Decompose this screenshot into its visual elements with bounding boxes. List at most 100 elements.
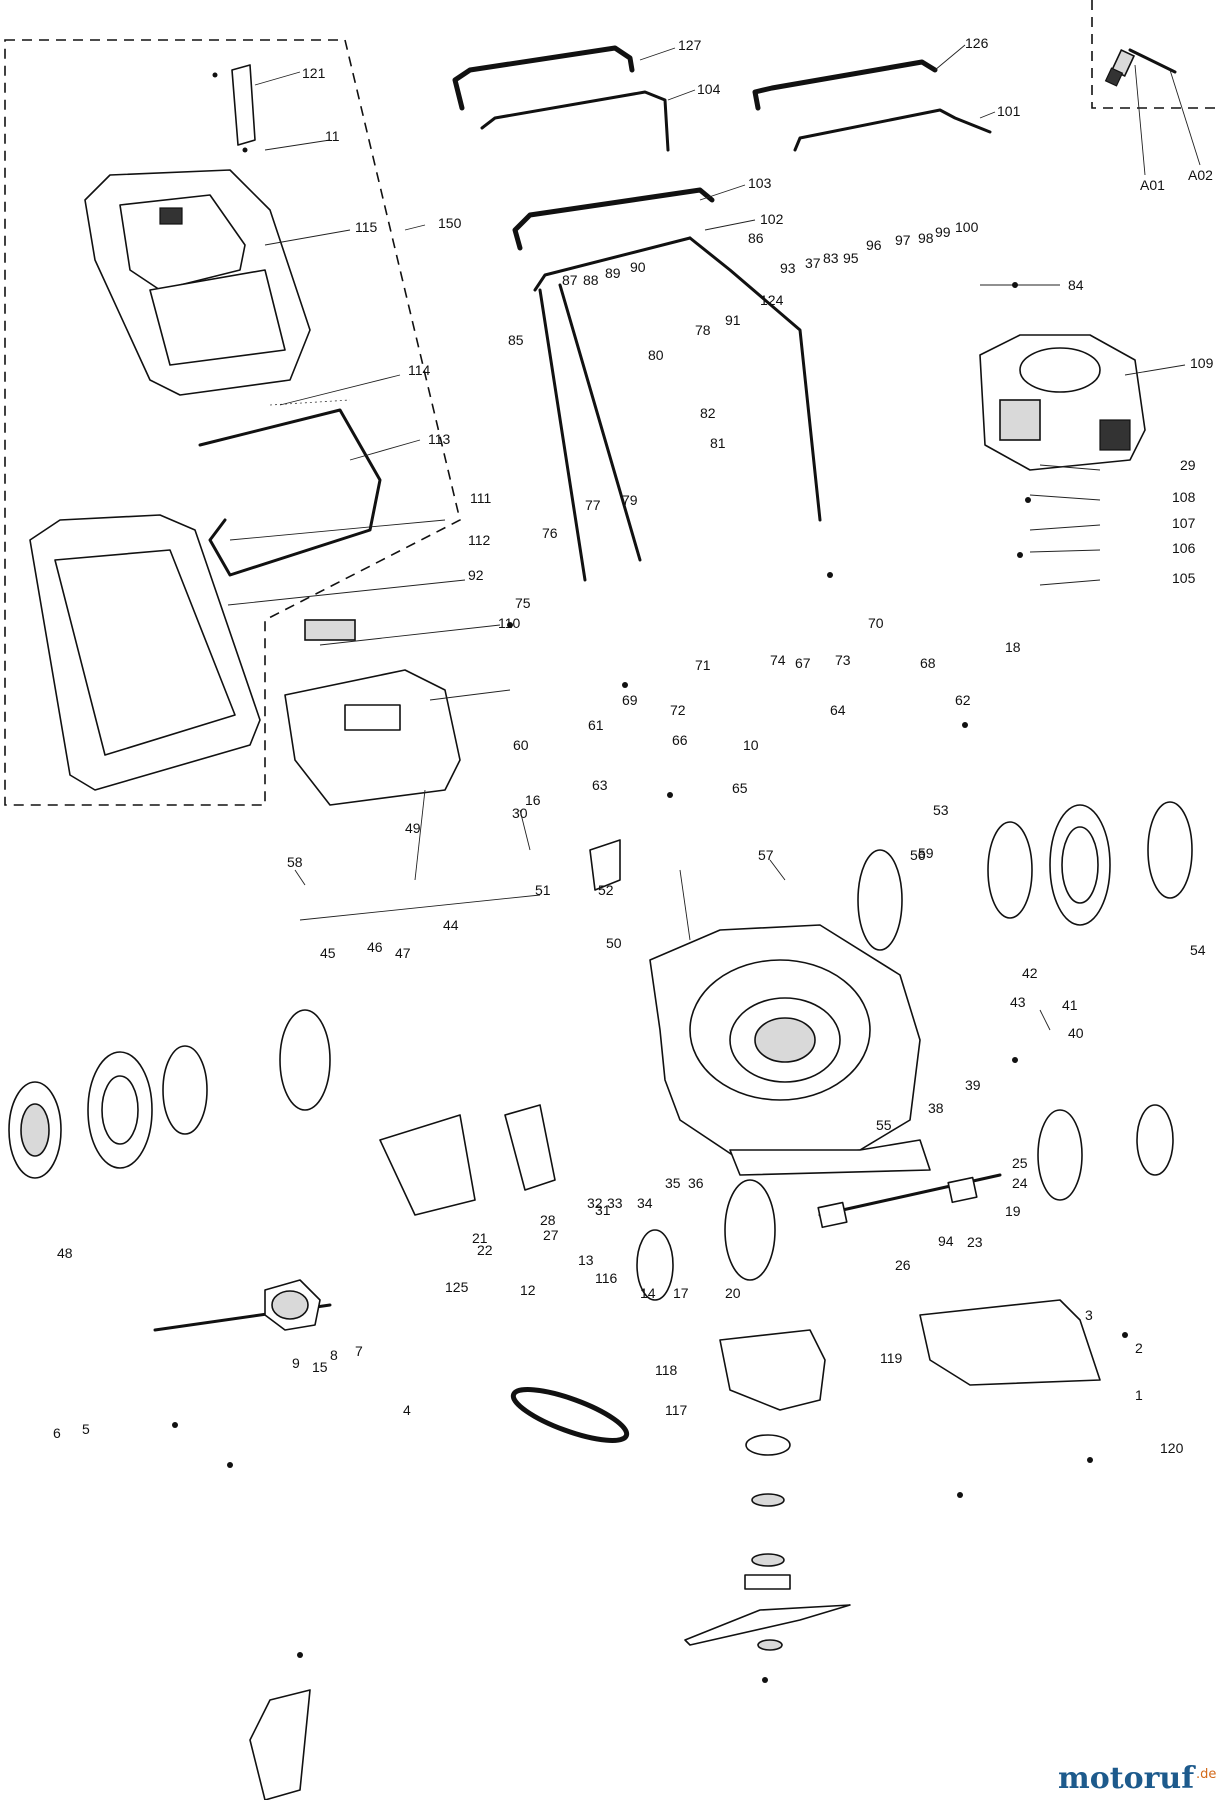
callout-label: A01 [1140, 177, 1165, 193]
callout-label: 16 [525, 792, 541, 808]
callout-label: 18 [1005, 639, 1021, 655]
callout-label: 1 [1135, 1387, 1143, 1403]
callout-label: 56 [910, 847, 926, 863]
callout-label: 2 [1135, 1340, 1143, 1356]
callout-label: 92 [468, 567, 484, 583]
callout-label: 27 [543, 1227, 559, 1243]
callout-label: 35 [665, 1175, 681, 1191]
callout-label: 7 [355, 1343, 363, 1359]
callout-label: 31 [595, 1202, 611, 1218]
callout-label: 72 [670, 702, 686, 718]
callout-label: 87 [562, 272, 578, 288]
callout-label: 117 [665, 1402, 688, 1418]
callout-label: 120 [1160, 1440, 1184, 1456]
callout-label: 14 [640, 1285, 656, 1301]
callout-label: 125 [445, 1279, 469, 1295]
callout-label: 95 [843, 250, 859, 266]
callout-label: 54 [1190, 942, 1206, 958]
callout-label: 99 [935, 224, 951, 240]
callout-label: 30 [512, 805, 528, 821]
rear-wheel-right [857, 801, 1193, 951]
callout-label: 91 [725, 312, 741, 328]
callout-label: 110 [498, 615, 521, 631]
callout-label: 81 [710, 435, 726, 451]
accessory-group-box [1091, 0, 1219, 109]
callout-label: 66 [672, 732, 688, 748]
callout-label: 101 [997, 103, 1021, 119]
blade-assembly [684, 1329, 851, 1651]
callout-label: 116 [595, 1270, 618, 1286]
callout-label: 98 [918, 230, 934, 246]
callout-label: 5 [82, 1421, 90, 1437]
callout-label: 105 [1172, 570, 1196, 586]
callout-label: 51 [535, 882, 551, 898]
callout-label: 111 [470, 490, 491, 506]
callout-label: 118 [655, 1362, 678, 1378]
callout-label: 126 [965, 35, 989, 51]
callout-label: 82 [700, 405, 716, 421]
callout-label: 89 [605, 265, 621, 281]
callout-label: 103 [748, 175, 772, 191]
callout-label: 37 [805, 255, 821, 271]
callout-label: 13 [578, 1252, 594, 1268]
callout-label: 59 [918, 845, 934, 861]
catcher-handle [231, 64, 256, 146]
callout-label: 53 [933, 802, 949, 818]
callout-label: 94 [938, 1233, 954, 1249]
callout-label: 25 [1012, 1155, 1028, 1171]
callout-label: 21 [472, 1230, 488, 1246]
callout-label: 29 [1180, 457, 1196, 473]
upper-handle-bars [452, 45, 992, 582]
motoruf-watermark: motoruf .de [1058, 1761, 1216, 1796]
catcher-bag [29, 514, 261, 791]
callout-label: 76 [542, 525, 558, 541]
callout-label: 57 [758, 847, 774, 863]
callout-label: 77 [585, 497, 601, 513]
callout-label: 113 [428, 431, 451, 447]
callout-label: 6 [53, 1425, 61, 1441]
callout-label: 11 [325, 128, 340, 144]
callout-label: 50 [606, 935, 622, 951]
callout-label: 75 [515, 595, 531, 611]
callout-label: 114 [408, 362, 431, 378]
callout-label: 71 [695, 657, 711, 673]
callout-label: 45 [320, 945, 336, 961]
callout-label: 20 [725, 1285, 741, 1301]
callout-label: 33 [607, 1195, 623, 1211]
callout-label: 62 [955, 692, 971, 708]
callout-label: 78 [695, 322, 711, 338]
callout-label: 17 [673, 1285, 689, 1301]
rear-axle-drive [153, 1279, 332, 1332]
callout-label: 121 [302, 65, 326, 81]
callout-label: 40 [1068, 1025, 1084, 1041]
grass-catcher-top [84, 64, 311, 396]
callout-label: 67 [795, 655, 811, 671]
callout-label: 34 [637, 1195, 653, 1211]
callout-label: 15 [312, 1359, 328, 1375]
callout-label: 24 [1012, 1175, 1028, 1191]
callout-label: 73 [835, 652, 851, 668]
callout-label: 8 [330, 1347, 338, 1363]
callout-label: 52 [598, 882, 614, 898]
callout-label: 79 [622, 492, 638, 508]
callout-label: 124 [760, 292, 784, 308]
leader-lines [227, 44, 1201, 1031]
callout-label: 96 [866, 237, 882, 253]
callout-label: 23 [967, 1234, 983, 1250]
callout-label: 12 [520, 1282, 536, 1298]
front-axle [817, 1173, 1002, 1229]
callout-label: 65 [732, 780, 748, 796]
svg-text:.de: .de [1196, 1767, 1216, 1782]
callout-labels: 127 126 121 A01 A02 104 101 11 103 102 1… [53, 35, 1214, 1456]
callout-label: 63 [592, 777, 608, 793]
callout-label: 106 [1172, 540, 1196, 556]
callout-label: 9 [292, 1355, 300, 1371]
engine [979, 334, 1146, 471]
callout-label: 115 [355, 219, 378, 235]
callout-label: 69 [622, 692, 638, 708]
callout-label: 48 [57, 1245, 73, 1261]
callout-label: 28 [540, 1212, 556, 1228]
callout-label: 150 [438, 215, 462, 231]
callout-label: 74 [770, 652, 786, 668]
